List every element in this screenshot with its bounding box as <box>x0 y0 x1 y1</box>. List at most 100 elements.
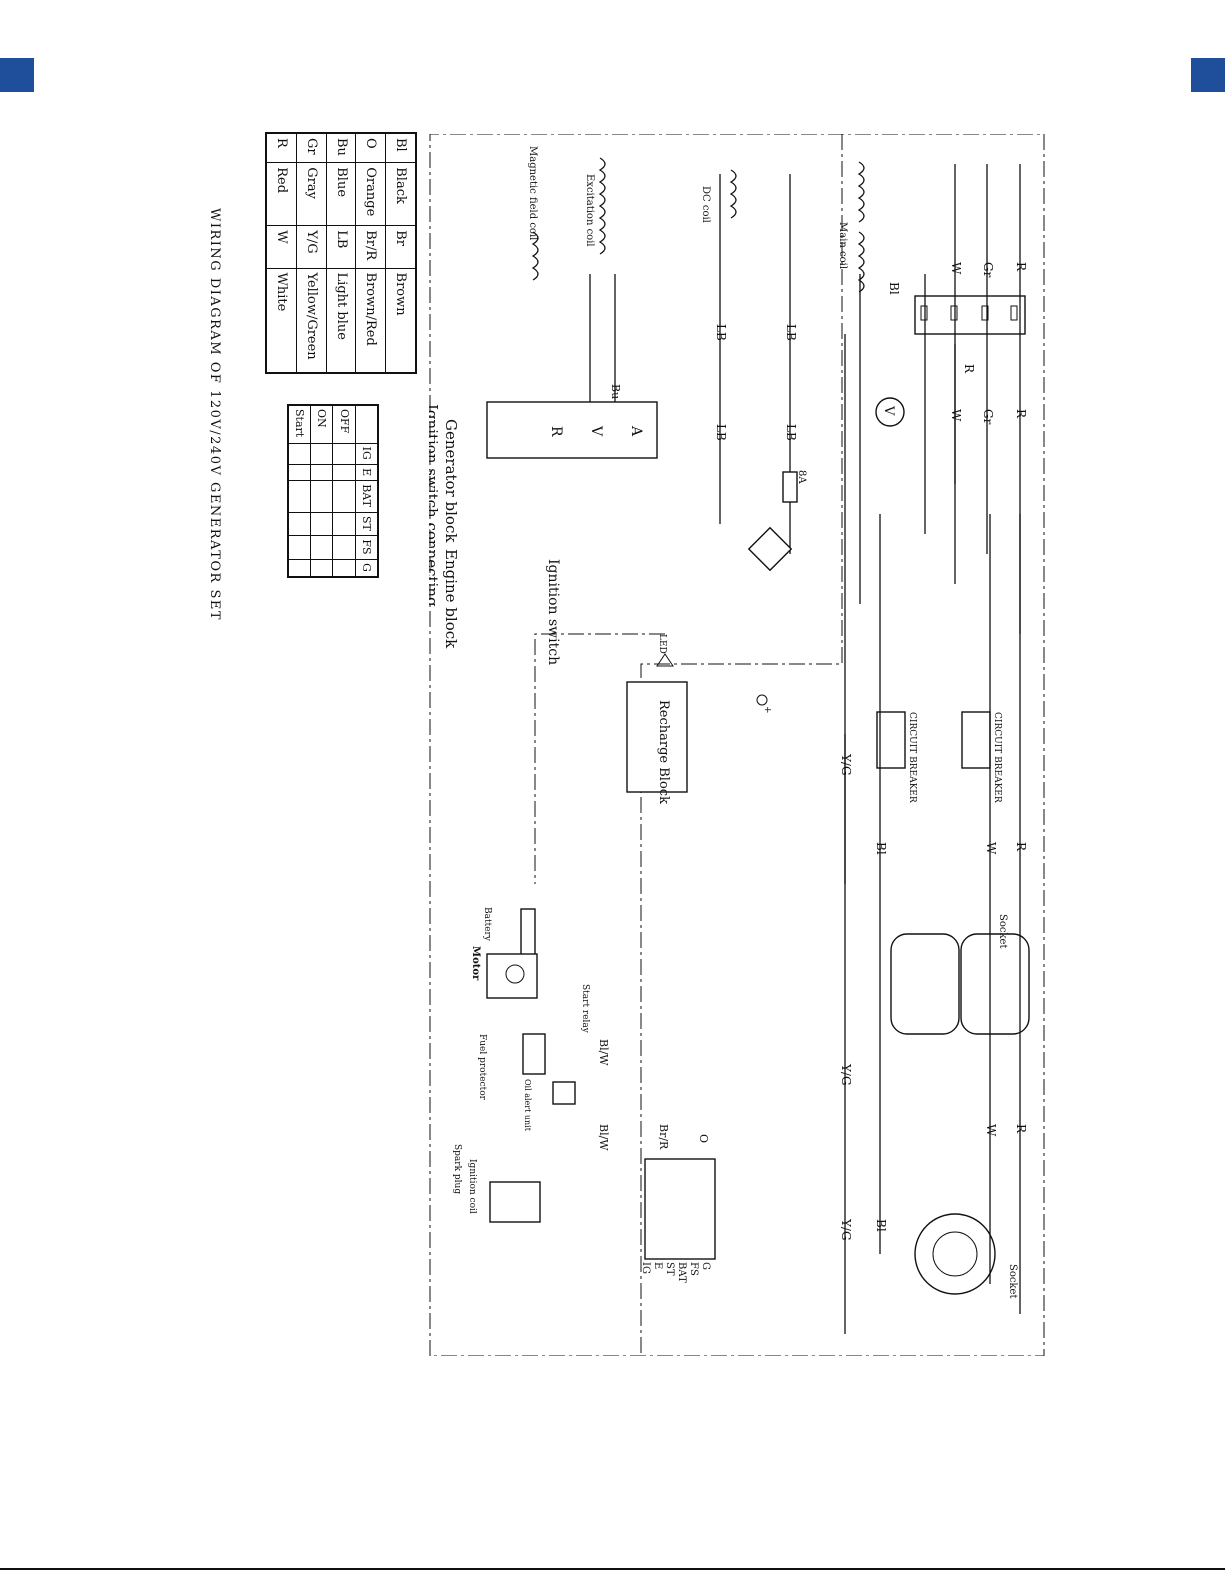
battery-terminal <box>756 694 768 706</box>
avr-label-a: A <box>628 425 644 437</box>
wire-label-lb-3: LB <box>784 424 798 441</box>
switch-cell <box>288 480 311 513</box>
rectifier <box>747 526 793 572</box>
terminal-bat: BAT <box>676 1262 687 1283</box>
switch-row-label: OFF <box>333 405 356 444</box>
label-battery: Battery <box>482 907 492 942</box>
switch-column-header: E <box>355 464 378 481</box>
wire-label-r-5: R <box>1014 1124 1028 1134</box>
switch-cell <box>288 464 311 481</box>
top-connector <box>914 295 1026 335</box>
legend-cell: O <box>355 133 386 163</box>
ignition-divider <box>534 633 665 884</box>
legend-cell: Bl <box>385 133 416 163</box>
label-dc-coil: DC coil <box>700 186 711 223</box>
circuit-breaker-2: CIRCUIT BREAKER <box>876 711 917 803</box>
ignition-coil: Ignition coil <box>467 1159 541 1223</box>
wire-label-w-2: W <box>949 409 963 422</box>
wire-label-lb-2: LB <box>714 324 728 341</box>
label-excitation-coil: Excitation coil <box>584 174 595 247</box>
legend-cell: Brown <box>385 268 416 373</box>
legend-cell: W <box>266 225 297 269</box>
terminal-fs: FS <box>688 1262 699 1276</box>
wire-label-w-3: W <box>984 842 998 855</box>
switch-cell <box>288 559 311 577</box>
legend-cell: Br/R <box>355 225 386 269</box>
voltmeter-label: V <box>881 405 896 416</box>
legend-cell: Br <box>385 225 416 269</box>
label-start-relay: Start relay <box>580 984 590 1034</box>
wire-label-r-4: R <box>1014 842 1028 852</box>
label-oil-alert-unit: Oil alert unit <box>523 1079 532 1132</box>
legend-cell: Gr <box>296 133 327 163</box>
voltmeter <box>875 397 905 427</box>
wire-label-yg-3: Y/G <box>839 1218 853 1241</box>
diagram-title: WIRING DIAGRAM OF 120V/240V GENERATOR SE… <box>207 208 222 622</box>
oil-alert-unit <box>552 1081 576 1105</box>
wire-label-bl-3: Bl <box>874 842 888 855</box>
label-recharge-block: Recharge Block <box>656 700 671 804</box>
legend-cell: R <box>266 133 297 163</box>
legend-cell: Gray <box>296 162 327 226</box>
terminal-g: G <box>700 1262 711 1270</box>
terminal-ig: IG <box>640 1262 651 1274</box>
led-icon <box>656 653 674 667</box>
label-socket-2: Socket <box>1007 1264 1018 1298</box>
main-coil: Main coil <box>837 161 865 293</box>
wire-label-gr: Gr <box>981 262 995 278</box>
switch-cell <box>310 480 333 513</box>
battery: Battery <box>482 907 536 960</box>
legend-cell: LB <box>326 225 356 269</box>
label-circuit-breaker-1: CIRCUIT BREAKER <box>992 712 1002 803</box>
switch-column-header: ST <box>355 512 378 536</box>
switch-cell <box>333 480 356 513</box>
switch-cell <box>310 535 333 560</box>
avr-block <box>486 401 658 459</box>
switch-row: Start <box>288 405 311 577</box>
block-divider <box>640 134 843 1356</box>
label-engine-block: Engine block <box>442 549 460 649</box>
engine-connector <box>644 1158 716 1260</box>
wire-label-brr: Br/R <box>657 1124 670 1150</box>
fuse-label: 8A <box>796 470 807 484</box>
dc-coil: DC coil <box>700 169 737 223</box>
wire-label-lb: LB <box>784 324 798 341</box>
switch-cell <box>288 535 311 560</box>
wire-label-blw: Bl/W <box>597 1039 610 1066</box>
wire-label-gr-2: Gr <box>981 409 995 425</box>
label-socket-1: Socket <box>997 914 1008 948</box>
switch-cell <box>288 443 311 465</box>
wire-label-blw-2: Bl/W <box>597 1124 610 1151</box>
switch-row: ON <box>310 405 333 577</box>
label-fuel-protector: Fuel protector <box>477 1034 487 1101</box>
corner-mark-right <box>1191 58 1225 92</box>
socket-2: Socket <box>914 1213 1018 1298</box>
wire-label-lb-4: LB <box>714 424 728 441</box>
legend-cell: Orange <box>355 162 386 226</box>
fuse <box>782 471 798 503</box>
label-motor: Motor <box>470 946 481 981</box>
wire-label-r: R <box>1014 262 1028 272</box>
wiring-diagram-svg: Generator block Engine block Ignition sw… <box>423 133 1045 1357</box>
wiring-diagram: Generator block Engine block Ignition sw… <box>423 133 1045 1357</box>
label-magnetic-field-coil: Magnetic field coil <box>527 146 538 240</box>
legend-cell: Bu <box>326 133 356 163</box>
switch-row-label: Start <box>288 405 311 444</box>
wire-label-yg-2: Y/G <box>839 1063 853 1086</box>
wire-label-w-4: W <box>984 1124 998 1137</box>
switch-column-header: BAT <box>355 480 378 513</box>
switch-corner-cell <box>355 405 378 444</box>
magnetic-field-coil: Magnetic field coil <box>527 146 539 281</box>
wire-label-bl-4: Bl <box>874 1219 888 1232</box>
legend-cell: White <box>266 268 297 373</box>
label-circuit-breaker-2: CIRCUIT BREAKER <box>907 712 917 803</box>
avr-label-r: R <box>548 426 564 437</box>
legend-cell: Light blue <box>326 268 356 373</box>
switch-column-header: IG <box>355 443 378 465</box>
